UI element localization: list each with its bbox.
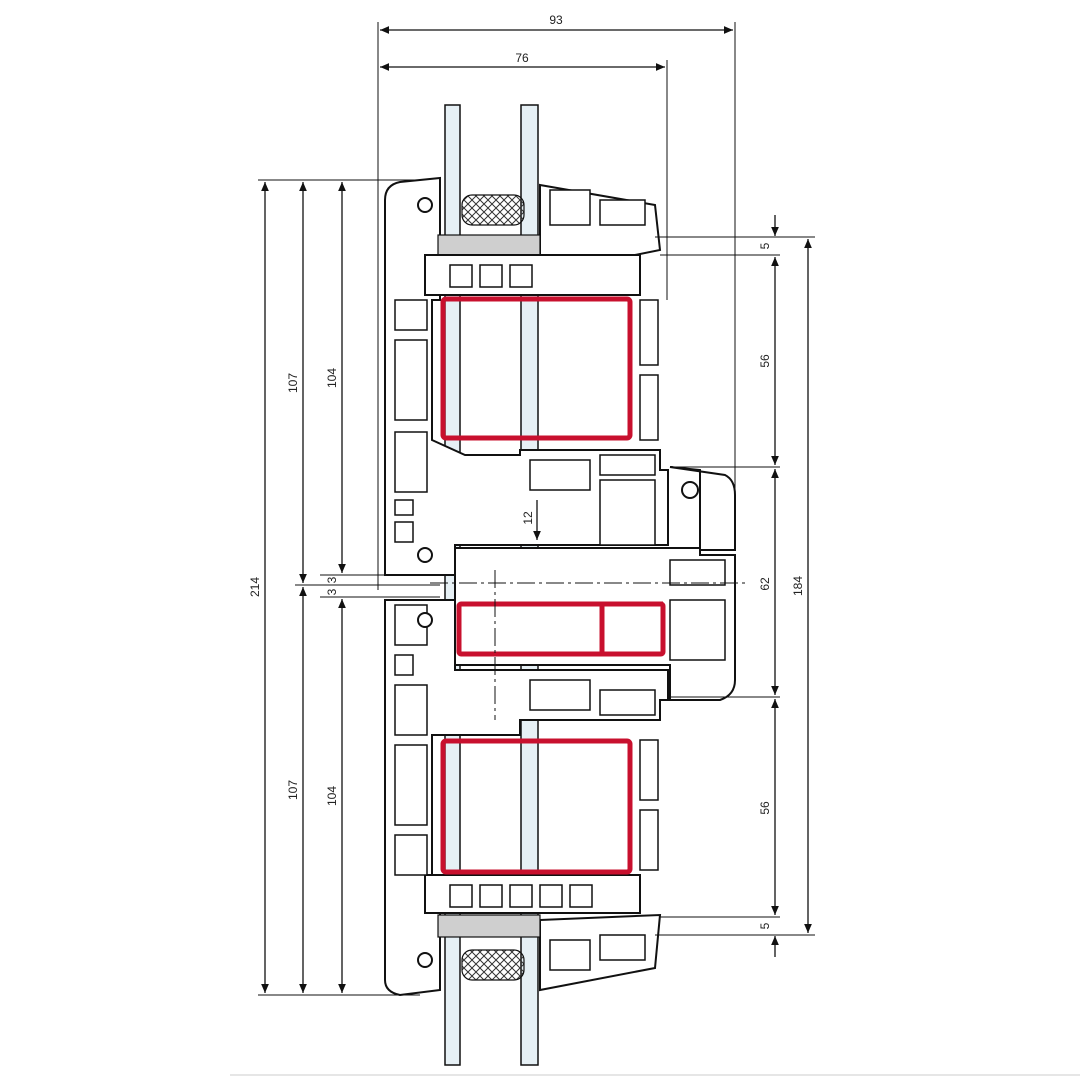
- dim-right-top: 5: [758, 242, 772, 249]
- dim-total-height: 214: [248, 577, 262, 597]
- dim-lower-inner: 104: [325, 786, 339, 806]
- dim-gap-lower: 3: [325, 588, 339, 595]
- dim-upper-inner: 104: [325, 368, 339, 388]
- dimension-lines: [230, 22, 1080, 1076]
- dim-gap-upper: 3: [325, 576, 339, 583]
- dim-right-middle: 62: [758, 577, 772, 591]
- dimension-labels: 93 76 214 107 104 107 104 3 3 12 5 56 62…: [248, 13, 805, 929]
- dim-upper-outer: 107: [286, 373, 300, 393]
- lower-profile: [384, 197, 736, 997]
- dim-lower-outer: 107: [286, 780, 300, 800]
- dim-frame-depth: 76: [515, 51, 529, 65]
- dim-right-lower: 56: [758, 801, 772, 815]
- dim-right-upper: 56: [758, 354, 772, 368]
- dim-offset: 12: [521, 511, 535, 525]
- dim-right-total: 184: [791, 576, 805, 596]
- dim-right-bottom: 5: [758, 922, 772, 929]
- dim-overall-depth: 93: [549, 13, 563, 27]
- upper-profile: [384, 176, 736, 576]
